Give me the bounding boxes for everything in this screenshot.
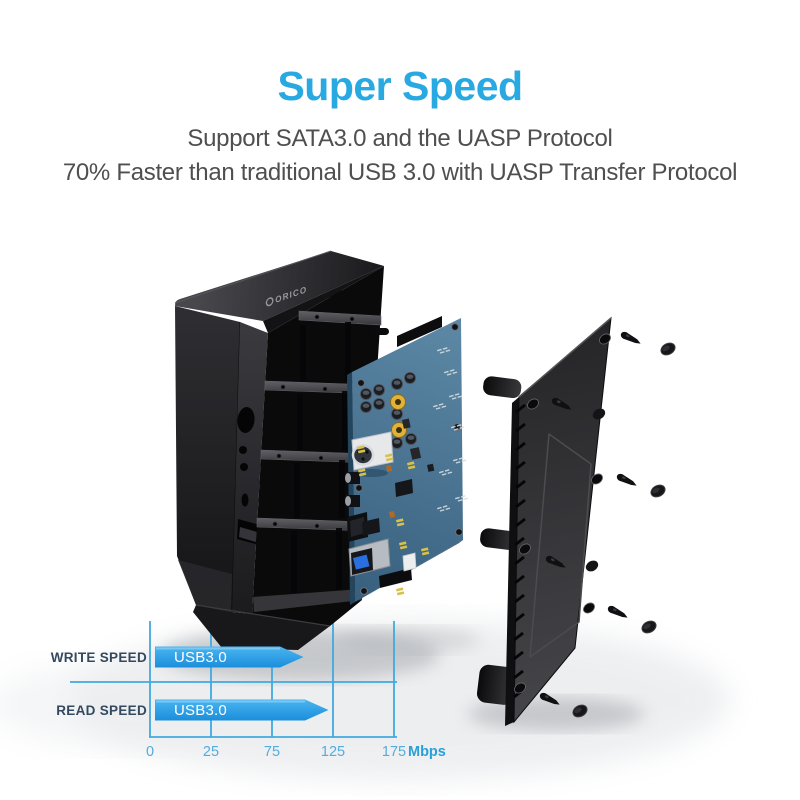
write-speed-bar xyxy=(155,646,304,668)
led-hole xyxy=(239,446,247,454)
header: Super Speed Support SATA3.0 and the UASP… xyxy=(0,64,800,190)
floor-shadows xyxy=(0,620,730,780)
bottom-connector xyxy=(379,568,412,588)
sata-connector-tab xyxy=(397,316,442,347)
white-button xyxy=(402,552,417,572)
tick-label: 75 xyxy=(264,744,280,760)
rear-face-cutouts xyxy=(237,407,260,545)
panel-vents xyxy=(513,403,526,699)
dock-top-face xyxy=(175,251,384,321)
pcb-buttons xyxy=(345,472,360,507)
page-title: Super Speed xyxy=(277,63,523,109)
tick-label: 125 xyxy=(321,744,345,760)
power-switch-cutout xyxy=(237,407,255,433)
controller-pcb xyxy=(345,316,469,605)
tick-label: 175 xyxy=(382,744,406,760)
small-cutout xyxy=(241,493,249,507)
read-speed-row-label: READ SPEED xyxy=(56,703,147,718)
tick-label: 25 xyxy=(203,744,219,760)
axis-unit-label: Mbps xyxy=(408,744,446,760)
x-axis-tick-labels: 0 25 75 125 175 Mbps xyxy=(146,744,446,760)
dock-rear-face xyxy=(232,322,268,614)
panel-installed-plugs xyxy=(585,408,606,572)
led-hole xyxy=(240,463,248,471)
tick-label: 0 xyxy=(146,744,154,760)
usb3-type-b-port xyxy=(348,538,391,577)
subtitle-line-2: 70% Faster than traditional USB 3.0 with… xyxy=(62,159,738,186)
subtitle: Support SATA3.0 and the UASP Protocol 70… xyxy=(0,122,800,190)
bay-pillars xyxy=(291,322,351,593)
subtitle-line-1: Support SATA3.0 and the UASP Protocol xyxy=(187,125,613,152)
panel-side-edge xyxy=(505,397,519,726)
read-bar-label: USB3.0 xyxy=(174,702,227,719)
pcb-chips xyxy=(362,418,435,536)
speed-chart-bars: USB3.0 USB3.0 WRITE SPEED READ SPEED xyxy=(51,646,329,721)
pcb-screws xyxy=(355,323,463,595)
orico-logo-mark-icon xyxy=(265,297,274,307)
rear-cover-panel xyxy=(476,316,612,726)
panel-screw-holes xyxy=(514,333,611,694)
read-speed-bar xyxy=(155,699,329,721)
panel-inner-outline xyxy=(529,433,592,658)
dock-top-lip xyxy=(263,266,384,333)
write-bar-label: USB3.0 xyxy=(174,649,227,666)
dc-power-jack xyxy=(351,431,394,477)
dock-front-face xyxy=(175,306,240,612)
slot-bolts xyxy=(272,314,355,529)
write-speed-row-label: WRITE SPEED xyxy=(51,650,147,665)
dock-base xyxy=(193,605,330,650)
pcb-inductors xyxy=(390,394,407,438)
